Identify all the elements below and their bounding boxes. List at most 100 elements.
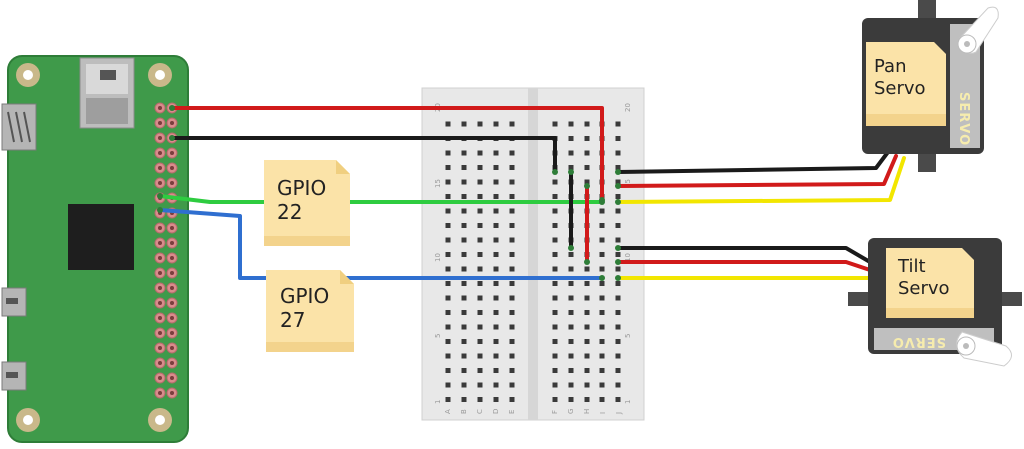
breadboard-hole [584, 324, 590, 330]
wire-pan-servo-red [616, 154, 898, 188]
breadboard-hole [568, 339, 574, 344]
breadboard-hole [584, 121, 590, 127]
breadboard-hole [599, 223, 605, 228]
breadboard-row-number: 10 [434, 253, 442, 262]
breadboard-hole [477, 324, 483, 330]
breadboard-hole [493, 208, 499, 214]
breadboard-hole [477, 121, 483, 127]
breadboard-hole [445, 266, 451, 272]
breadboard-hole [509, 179, 515, 185]
breadboard-hole [552, 281, 558, 286]
breadboard-hole [552, 237, 558, 243]
micro-usb-port-icon [1, 287, 27, 317]
breadboard-hole [477, 368, 483, 373]
breadboard-hole [509, 266, 515, 272]
breadboard-hole [584, 136, 590, 141]
breadboard-hole [615, 194, 621, 199]
breadboard-hole [477, 223, 483, 228]
breadboard-hole [445, 353, 451, 359]
note-gpio27-line2: 27 [280, 308, 306, 332]
servo-horn-icon [957, 6, 999, 54]
breadboard-column-letter: J [615, 412, 623, 415]
breadboard-hole [493, 252, 499, 257]
breadboard-hole [461, 266, 467, 272]
breadboard-row-number: 15 [624, 179, 632, 188]
breadboard-hole [493, 165, 499, 170]
breadboard-hole [509, 295, 515, 301]
breadboard-hole [493, 281, 499, 286]
breadboard-hole [461, 165, 467, 170]
breadboard-hole [493, 324, 499, 330]
breadboard-hole [615, 165, 621, 170]
breadboard-hole [509, 368, 515, 373]
breadboard-hole [584, 150, 590, 156]
breadboard-hole [509, 281, 515, 286]
processor-chip [68, 204, 134, 270]
breadboard-hole [615, 310, 621, 315]
breadboard-hole [509, 382, 515, 388]
breadboard-hole [552, 223, 558, 228]
breadboard-hole [461, 223, 467, 228]
note-gpio22-line2: 22 [277, 200, 303, 224]
wire-green-gpio22 [158, 194, 604, 204]
breadboard-row-number: 1 [434, 400, 442, 404]
wire-tilt-servo-black [616, 246, 872, 264]
breadboard-hole [615, 397, 621, 402]
breadboard-hole [584, 339, 590, 344]
breadboard-hole [493, 266, 499, 272]
breadboard-hole [493, 179, 499, 185]
breadboard-hole [445, 208, 451, 214]
breadboard-hole [461, 208, 467, 214]
breadboard-hole [445, 150, 451, 156]
breadboard-hole [552, 382, 558, 388]
breadboard-column-letter: D [492, 409, 500, 414]
breadboard-hole [552, 310, 558, 315]
breadboard-hole [568, 165, 574, 170]
breadboard-hole [477, 397, 483, 402]
breadboard-column-letter: A [444, 409, 452, 414]
breadboard-hole [568, 295, 574, 301]
breadboard-hole [461, 237, 467, 243]
breadboard-hole [445, 382, 451, 388]
breadboard-hole [509, 121, 515, 127]
breadboard-hole [615, 339, 621, 344]
tilt-servo-brand-label: SERVO [892, 334, 946, 349]
breadboard-hole [477, 194, 483, 199]
breadboard-hole [509, 310, 515, 315]
breadboard-hole [599, 208, 605, 214]
breadboard-hole [461, 382, 467, 388]
breadboard-hole [552, 295, 558, 301]
breadboard-hole [615, 179, 621, 185]
breadboard-hole [552, 368, 558, 373]
tilt-servo-line2: Servo [898, 278, 950, 299]
breadboard-hole [615, 324, 621, 330]
breadboard-hole [509, 165, 515, 170]
breadboard-hole [599, 382, 605, 388]
breadboard-hole [493, 237, 499, 243]
breadboard-hole [477, 281, 483, 286]
breadboard-hole [568, 266, 574, 272]
breadboard-hole [615, 382, 621, 388]
breadboard-hole [477, 310, 483, 315]
breadboard-hole [599, 266, 605, 272]
breadboard-hole [493, 150, 499, 156]
breadboard-hole [477, 179, 483, 185]
breadboard-hole [509, 324, 515, 330]
breadboard-holes [445, 121, 621, 402]
breadboard-row-number: 15 [434, 179, 442, 188]
breadboard-column-letter: G [567, 409, 575, 414]
breadboard-hole [461, 324, 467, 330]
breadboard-hole [493, 295, 499, 301]
micro-usb-port-icon [1, 361, 27, 391]
breadboard-hole [552, 252, 558, 257]
breadboard-hole [477, 382, 483, 388]
tilt-servo: SERVO [848, 238, 1022, 367]
note-gpio27 [266, 270, 354, 352]
breadboard-hole [599, 237, 605, 243]
pan-servo: SERVO [862, 0, 999, 172]
breadboard-row-number: 5 [624, 334, 632, 338]
breadboard-hole [568, 368, 574, 373]
breadboard-hole [493, 382, 499, 388]
hdmi-port-icon [1, 103, 37, 151]
